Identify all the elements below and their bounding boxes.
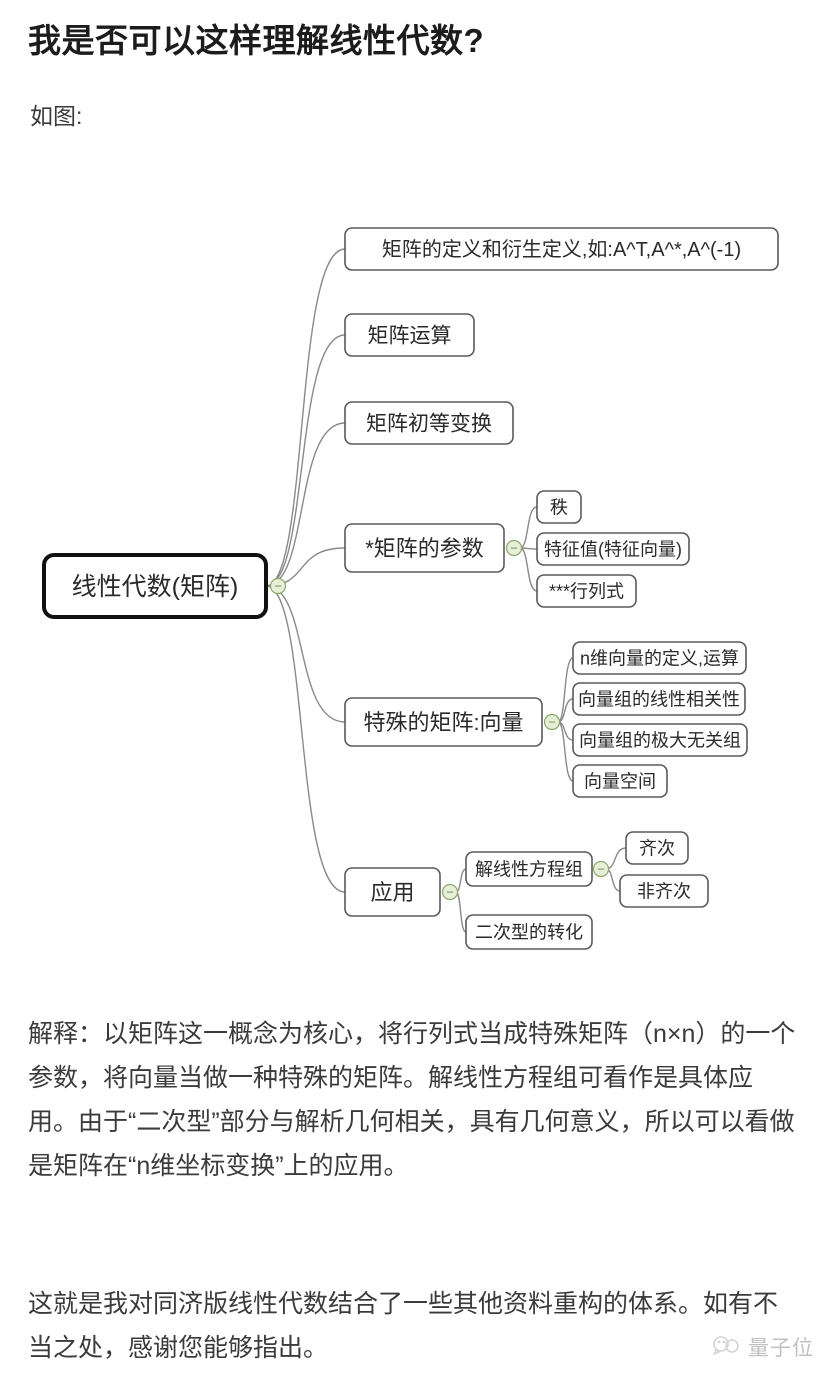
mindmap-toggle-branch-3[interactable]: −: [505, 539, 523, 557]
mindmap-child-node-5-0[interactable]: 解线性方程组: [465, 851, 593, 887]
mindmap-link: [557, 657, 574, 723]
collapse-glyph: −: [274, 579, 282, 594]
mindmap-link: [455, 868, 467, 893]
mindmap-branch-node-2[interactable]: 矩阵初等变换: [344, 401, 514, 445]
mindmap-child-node-4-2[interactable]: 向量组的极大无关组: [572, 723, 748, 757]
collapse-glyph: −: [548, 715, 556, 730]
mindmap-root-node[interactable]: 线性代数(矩阵): [42, 553, 268, 619]
mindmap-branch-node-5-label: 应用: [370, 880, 414, 905]
mindmap-link: [265, 585, 346, 893]
mindmap-child-node-4-3[interactable]: 向量空间: [572, 764, 668, 798]
mindmap-grandchild-node-5-0-1[interactable]: 非齐次: [619, 874, 709, 908]
mindmap-link: [557, 721, 574, 782]
mindmap-toggle-branch-4[interactable]: −: [543, 713, 561, 731]
mindmap-branch-node-0[interactable]: 矩阵的定义和衍生定义,如:A^T,A^*,A^(-1): [344, 227, 779, 271]
mindmap-child-node-3-1-label: 特征值(特征向量): [544, 539, 682, 559]
mindmap-link: [265, 422, 346, 587]
mindmap-link: [265, 248, 346, 587]
explanation-paragraph: 解释：以矩阵这一概念为核心，将行列式当成特殊矩阵（n×n）的一个参数，将向量当做…: [28, 1020, 796, 1180]
mindmap-branch-node-4[interactable]: 特殊的矩阵:向量: [344, 697, 543, 747]
mindmap-link: [455, 891, 467, 933]
mindmap-child-node-4-0[interactable]: n维向量的定义,运算: [572, 641, 747, 675]
mindmap-toggle-branch-5[interactable]: −: [441, 883, 459, 901]
mindmap-child-node-4-3-label: 向量空间: [584, 771, 656, 791]
mindmap-link: [265, 585, 346, 723]
mindmap-grandchild-node-5-0-0-label: 齐次: [639, 838, 675, 858]
mindmap-toggles: − − − − −: [269, 539, 610, 901]
mindmap-grandchild-node-5-0-0[interactable]: 齐次: [625, 831, 689, 865]
mindmap-branch-node-3[interactable]: *矩阵的参数: [344, 523, 505, 573]
mindmap-branch-node-0-label: 矩阵的定义和衍生定义,如:A^T,A^*,A^(-1): [382, 238, 741, 261]
mindmap-svg: 线性代数(矩阵) 矩阵的定义和衍生定义,如:A^T,A^*,A^(-1) 矩阵运算矩…: [42, 227, 779, 950]
mindmap-child-node-3-1[interactable]: 特征值(特征向量): [536, 532, 690, 566]
mindmap-branch-node-2-label: 矩阵初等变换: [366, 413, 492, 436]
collapse-glyph: −: [446, 885, 454, 900]
mindmap-link: [605, 847, 627, 870]
mindmap-branch-node-1[interactable]: 矩阵运算: [344, 313, 475, 357]
lead-text: 如图:: [30, 103, 83, 129]
mindmap-branch-node-1-label: 矩阵运算: [368, 325, 452, 348]
page-title: 我是否可以这样理解线性代数?: [28, 22, 485, 59]
collapse-glyph: −: [510, 541, 518, 556]
watermark-label: 量子位: [748, 1337, 814, 1360]
mindmap-link: [265, 334, 346, 587]
closing-paragraph: 这就是我对同济版线性代数结合了一些其他资料重构的体系。如有不当之处，感谢您能够指…: [28, 1290, 779, 1362]
quantumbit-logo-icon: [712, 1333, 742, 1362]
mindmap-nodes: 线性代数(矩阵) 矩阵的定义和衍生定义,如:A^T,A^*,A^(-1) 矩阵运算矩…: [42, 227, 779, 950]
mindmap-child-node-4-1[interactable]: 向量组的线性相关性: [572, 682, 746, 716]
mindmap-toggle-child-5-0[interactable]: −: [592, 860, 610, 878]
mindmap-child-node-5-1[interactable]: 二次型的转化: [465, 914, 593, 950]
mindmap-child-node-4-0-label: n维向量的定义,运算: [580, 648, 739, 668]
watermark: 量子位: [712, 1332, 814, 1362]
mindmap-figure: 线性代数(矩阵) 矩阵的定义和衍生定义,如:A^T,A^*,A^(-1) 矩阵运算矩…: [0, 180, 828, 990]
mindmap-link: [519, 506, 538, 549]
mindmap-grandchild-node-5-0-1-label: 非齐次: [637, 881, 691, 901]
mindmap-branch-node-5[interactable]: 应用: [344, 867, 441, 917]
mindmap-branch-node-4-label: 特殊的矩阵:向量: [363, 710, 523, 735]
mindmap-branch-node-3-label: *矩阵的参数: [365, 536, 484, 561]
mindmap-child-node-5-0-label: 解线性方程组: [475, 859, 583, 879]
mindmap-child-node-3-0-label: 秩: [550, 497, 568, 517]
mindmap-child-node-5-1-label: 二次型的转化: [475, 922, 583, 942]
mindmap-child-node-4-1-label: 向量组的线性相关性: [578, 689, 740, 709]
mindmap-child-node-3-2-label: ***行列式: [549, 581, 624, 601]
collapse-glyph: −: [597, 862, 605, 877]
mindmap-link: [519, 547, 538, 592]
mindmap-child-node-3-0[interactable]: 秩: [536, 490, 582, 524]
mindmap-toggle-root[interactable]: −: [269, 577, 287, 595]
mindmap-child-node-4-2-label: 向量组的极大无关组: [579, 730, 741, 750]
mindmap-root-node-label: 线性代数(矩阵): [72, 573, 239, 601]
mindmap-child-node-3-2[interactable]: ***行列式: [536, 574, 637, 608]
